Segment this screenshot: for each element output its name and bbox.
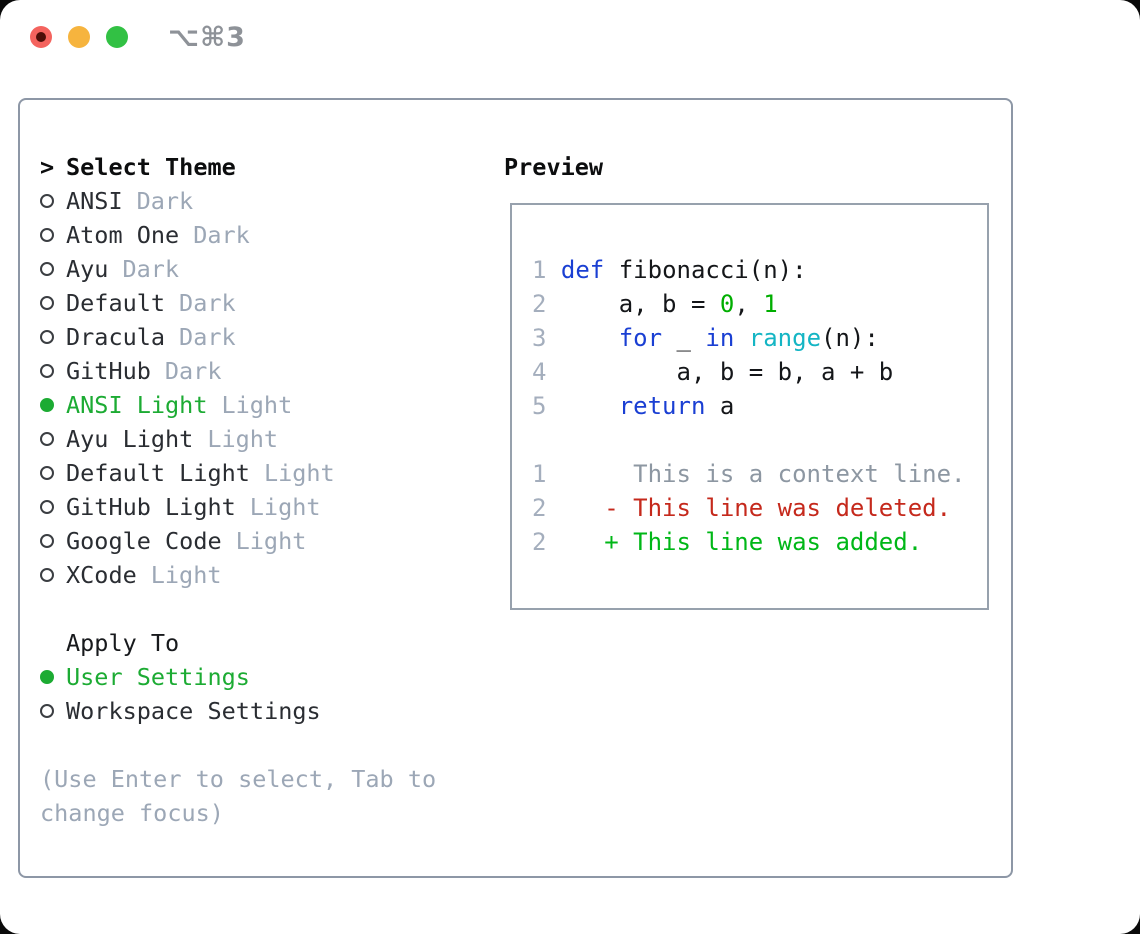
theme-option[interactable]: GitHub Light Light bbox=[40, 490, 490, 524]
code-preview: 1 def fibonacci(n): 2 a, b = 0, 1 3 for _ … bbox=[532, 253, 987, 559]
option-label: ANSI bbox=[66, 187, 123, 215]
option-label: Workspace Settings bbox=[66, 697, 321, 725]
theme-option[interactable]: Ayu Dark bbox=[40, 252, 490, 286]
option-tag: Light bbox=[150, 561, 222, 589]
theme-option[interactable]: Dracula Dark bbox=[40, 320, 490, 354]
option-label: GitHub bbox=[66, 357, 151, 385]
select-theme-header: > Select Theme bbox=[40, 150, 490, 184]
option-label: Ayu bbox=[66, 255, 109, 283]
radio-icon bbox=[40, 364, 54, 378]
radio-icon bbox=[40, 568, 54, 582]
option-label: Ayu Light bbox=[66, 425, 194, 453]
option-tag: Dark bbox=[179, 289, 236, 317]
record-dot-icon bbox=[36, 32, 46, 42]
theme-option[interactable]: Atom One Dark bbox=[40, 218, 490, 252]
code-line: 2 + This line was added. bbox=[532, 528, 923, 556]
radio-icon bbox=[40, 432, 54, 446]
option-tag: Light bbox=[249, 493, 321, 521]
apply-to-title: Apply To bbox=[66, 629, 180, 657]
option-tag: Light bbox=[263, 459, 335, 487]
apply-to-option[interactable]: Workspace Settings bbox=[40, 694, 490, 728]
code-line: 5 return a bbox=[532, 392, 735, 420]
apply-to-option[interactable]: User Settings bbox=[40, 660, 490, 694]
option-tag: Dark bbox=[179, 323, 236, 351]
radio-icon bbox=[40, 330, 54, 344]
option-label: Atom One bbox=[66, 221, 180, 249]
code-line bbox=[532, 423, 987, 457]
radio-icon bbox=[40, 500, 54, 514]
option-tag: Light bbox=[221, 391, 293, 419]
titlebar: ⌥⌘3 bbox=[0, 0, 1140, 74]
option-tag: Dark bbox=[136, 187, 194, 215]
radio-icon bbox=[40, 704, 54, 718]
option-label: User Settings bbox=[66, 663, 250, 691]
theme-option[interactable]: ANSI Dark bbox=[40, 184, 490, 218]
minimize-button[interactable] bbox=[68, 26, 90, 48]
theme-option[interactable]: GitHub Dark bbox=[40, 354, 490, 388]
code-line: 4 a, b = b, a + b bbox=[532, 358, 894, 386]
select-theme-title: Select Theme bbox=[66, 153, 236, 181]
theme-option[interactable]: Google Code Light bbox=[40, 524, 490, 558]
option-tag: Dark bbox=[193, 221, 250, 249]
code-line: 1 This is a context line. bbox=[532, 460, 966, 488]
theme-option[interactable]: Default Dark bbox=[40, 286, 490, 320]
option-tag: Light bbox=[235, 527, 307, 555]
spacer bbox=[40, 728, 490, 762]
theme-option[interactable]: Default Light Light bbox=[40, 456, 490, 490]
spacer bbox=[40, 592, 490, 626]
radio-icon bbox=[40, 296, 54, 310]
option-label: Default bbox=[66, 289, 166, 317]
theme-option[interactable]: Ayu Light Light bbox=[40, 422, 490, 456]
radio-icon bbox=[40, 534, 54, 548]
code-line: 3 for _ in range(n): bbox=[532, 324, 879, 352]
option-label: ANSI Light bbox=[66, 391, 208, 419]
apply-to-header: Apply To bbox=[40, 626, 490, 660]
maximize-button[interactable] bbox=[106, 26, 128, 48]
code-line: 1 def fibonacci(n): bbox=[532, 256, 807, 284]
theme-list: ANSI Dark Atom One Dark Ayu Dark Default… bbox=[40, 184, 490, 592]
option-tag: Light bbox=[207, 425, 279, 453]
preview-title: Preview bbox=[504, 153, 604, 181]
radio-icon bbox=[40, 398, 54, 412]
code-line: 2 - This line was deleted. bbox=[532, 494, 952, 522]
radio-icon bbox=[40, 228, 54, 242]
radio-icon bbox=[40, 194, 54, 208]
radio-icon bbox=[40, 262, 54, 276]
option-label: Default Light bbox=[66, 459, 250, 487]
apply-to-list: User Settings Workspace Settings bbox=[40, 660, 490, 728]
option-tag: Dark bbox=[122, 255, 180, 283]
close-button[interactable] bbox=[30, 26, 52, 48]
focus-caret-icon: > bbox=[40, 153, 55, 181]
option-label: Dracula bbox=[66, 323, 166, 351]
radio-icon bbox=[40, 670, 54, 684]
theme-option[interactable]: XCode Light bbox=[40, 558, 490, 592]
theme-dialog-panel: > Select Theme ANSI Dark Atom One Dark A… bbox=[18, 98, 1013, 878]
left-column: > Select Theme ANSI Dark Atom One Dark A… bbox=[40, 150, 490, 830]
hint-text: (Use Enter to select, Tab to change focu… bbox=[40, 765, 437, 827]
window-title: ⌥⌘3 bbox=[168, 22, 246, 53]
option-label: GitHub Light bbox=[66, 493, 236, 521]
radio-icon bbox=[40, 466, 54, 480]
option-tag: Dark bbox=[164, 357, 222, 385]
preview-box: 1 def fibonacci(n): 2 a, b = 0, 1 3 for _ … bbox=[510, 203, 989, 610]
theme-option[interactable]: ANSI Light Light bbox=[40, 388, 490, 422]
code-line: 2 a, b = 0, 1 bbox=[532, 290, 778, 318]
option-label: Google Code bbox=[66, 527, 222, 555]
option-label: XCode bbox=[66, 561, 137, 589]
